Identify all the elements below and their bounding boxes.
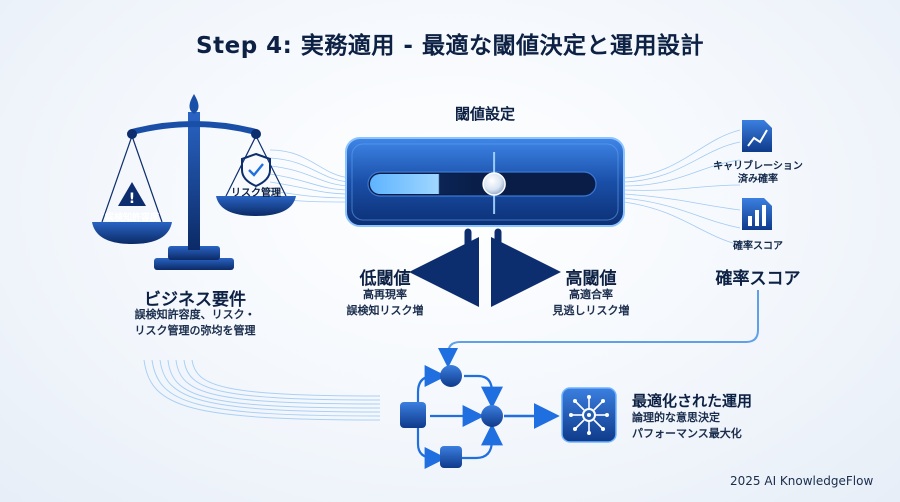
optimized-title: 最適化された運用 [632,392,753,410]
optimized-line1: 論理的な意思決定 [632,411,720,424]
flow-lines-bottom [143,359,381,421]
shield-icon [241,152,271,188]
balance-scale [92,94,296,270]
high-threshold-line2: 見逃しリスク増 [552,304,630,317]
high-threshold-title: 高閾値 [565,269,617,289]
calibrated-line2: 済み確率 [738,174,778,185]
calibrated-line1: キャリブレーション [713,161,803,172]
probability-score-title: 確率スコア [715,269,801,289]
optimization-hub-icon [561,387,617,443]
bar-document-icon [742,198,772,230]
process-flow [400,365,560,469]
split-arrows [409,228,561,307]
threshold-panel [345,137,625,227]
low-threshold-line2: 誤検知リスク増 [346,304,424,317]
business-line1: 誤検知許容度、リスク・ [134,308,256,321]
footer-credit: 2025 AI KnowledgeFlow [730,474,874,488]
svg-text:!: ! [129,191,135,207]
threshold-label: 閾値設定 [454,105,515,123]
low-threshold-title: 低閾値 [359,269,411,289]
left-pan-label: 誤検知許容度 [104,213,159,223]
business-title: ビジネス要件 [144,290,246,310]
warning-icon: ! [118,182,146,207]
right-pan-label: リスク管理 [231,188,281,199]
flow-lines-right [623,129,741,246]
slider-knob[interactable] [482,172,506,196]
connector-score-to-process [438,290,759,368]
optimized-line2: パフォーマンス最大化 [632,427,742,440]
chart-document-icon [742,120,772,152]
probability-score-small: 確率スコア [733,241,783,252]
high-threshold-line1: 高適合率 [569,288,613,301]
slider-fill [370,174,495,194]
page-title: Step 4: 実務適用 - 最適な閾値決定と運用設計 [196,33,704,59]
business-line2: リスク管理の弥均を管理 [134,324,256,337]
low-threshold-line1: 高再現率 [363,288,407,301]
